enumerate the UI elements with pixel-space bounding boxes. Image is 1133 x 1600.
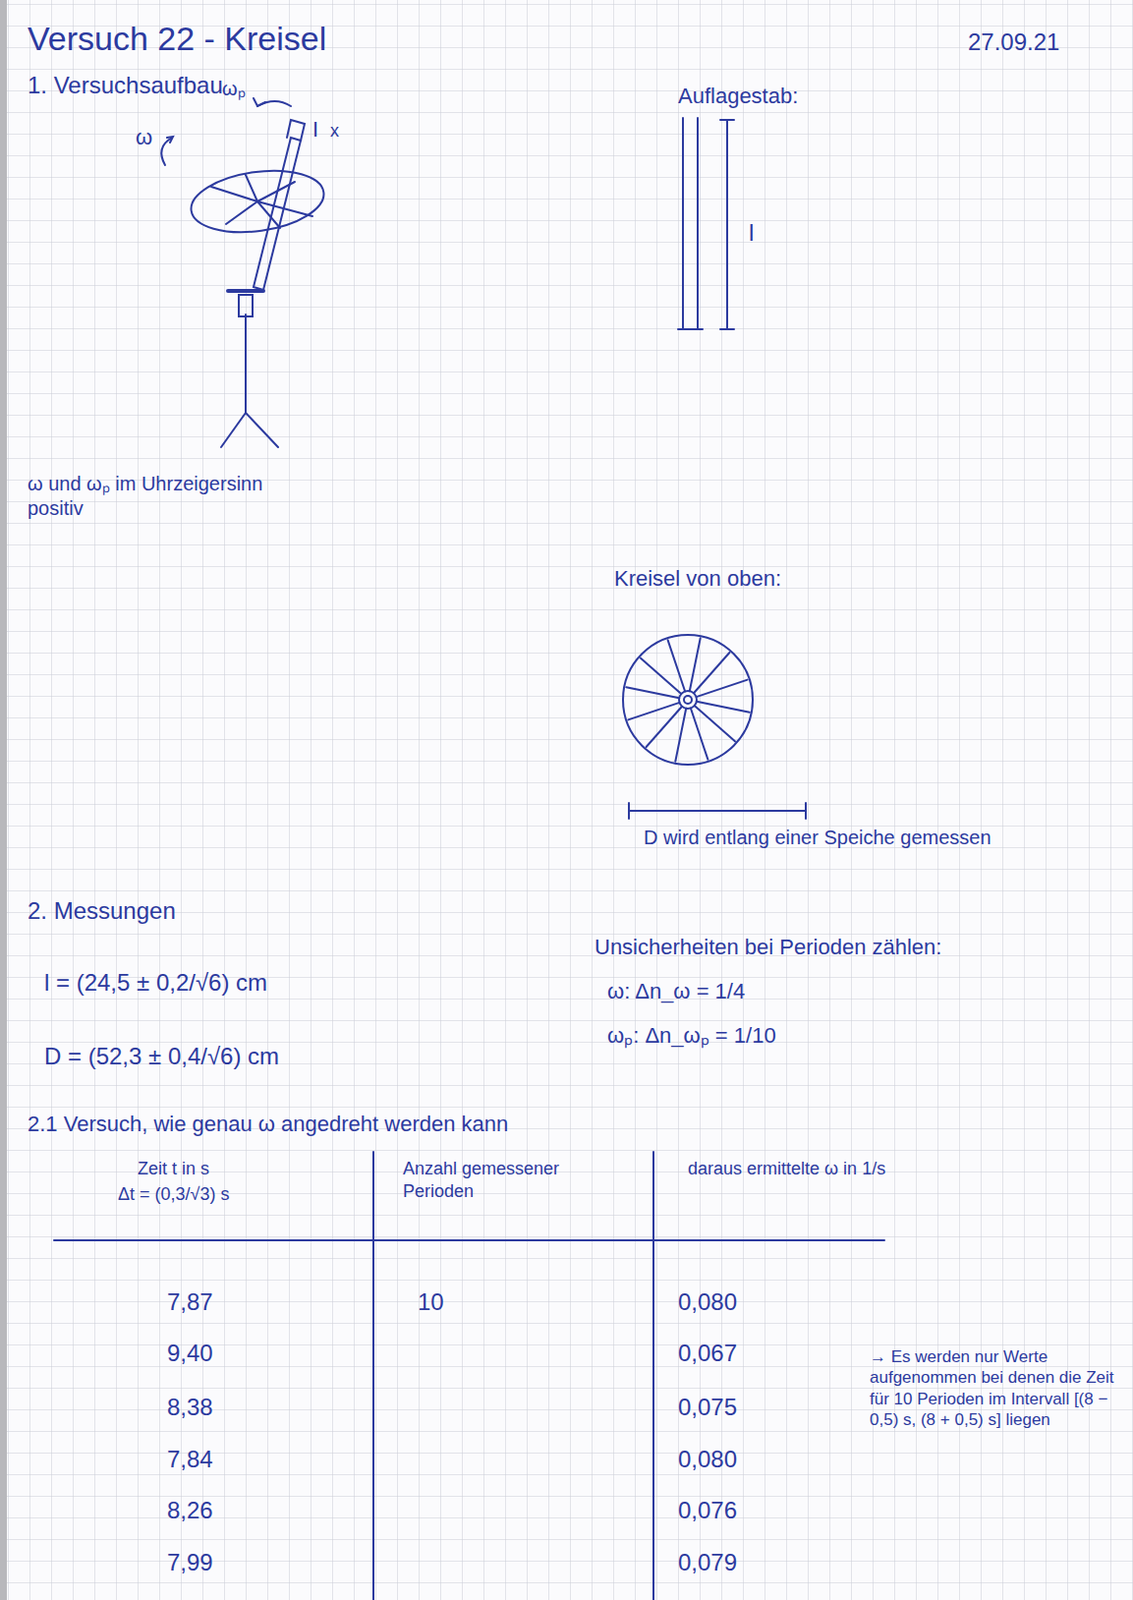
- symbol-label: I: [312, 115, 319, 144]
- spoke: [675, 708, 686, 762]
- dimension-label: l: [748, 218, 754, 248]
- gyroscope-sketch: [161, 98, 328, 448]
- page-title: Versuch 22 - Kreisel: [27, 17, 327, 60]
- wheel-top-view: [623, 634, 806, 819]
- sketch-label: Auflagestab:: [678, 82, 798, 111]
- table-header: Δt = (0,3/√3) s: [117, 1183, 229, 1206]
- table-cell: 9,40: [167, 1338, 214, 1368]
- sketch-label: Kreisel von oben:: [614, 565, 782, 593]
- section-heading: 2.1 Versuch, wie genau ω angedreht werde…: [27, 1110, 509, 1138]
- table-cell: 7,87: [167, 1287, 214, 1317]
- measurement: ω: Δn_ω = 1/4: [607, 977, 745, 1006]
- table-header: Zeit t in s: [137, 1157, 210, 1181]
- spoke: [689, 637, 701, 691]
- side-note: → Es werden nur Werte aufgenommen bei de…: [869, 1346, 1121, 1430]
- table-cell: 0,076: [678, 1495, 737, 1526]
- measurement: l = (24,5 ± 0,2/√6) cm: [44, 967, 268, 998]
- table-cell: 0,075: [678, 1392, 737, 1422]
- symbol-label: ω: [135, 123, 153, 152]
- spoke: [625, 686, 680, 698]
- table-cell: 10: [417, 1287, 445, 1317]
- table-header: daraus ermittelte ω in 1/s: [687, 1157, 905, 1181]
- spoke: [627, 702, 680, 720]
- table-cell: 8,26: [167, 1495, 214, 1526]
- note: ω und ωₚ im Uhrzeigersinn positiv: [27, 471, 323, 521]
- table-cell: 0,067: [678, 1338, 737, 1368]
- spoke: [668, 639, 685, 691]
- note: Unsicherheiten bei Perioden zählen:: [594, 933, 942, 962]
- table-cell: 0,080: [678, 1444, 737, 1474]
- table-cell: 0,079: [678, 1547, 737, 1578]
- table-cell: 7,84: [167, 1444, 214, 1474]
- table-cell: 8,38: [167, 1392, 214, 1422]
- spoke: [696, 679, 748, 697]
- section-heading: 1. Versuchsaufbau: [27, 70, 224, 101]
- table-cell: 7,99: [167, 1547, 214, 1578]
- page-edge: [0, 0, 7, 1600]
- measurement: ωₚ: Δn_ωₚ = 1/10: [607, 1021, 777, 1050]
- symbol-label: ωₚ: [222, 76, 246, 102]
- table-header: Anzahl gemessener Perioden: [402, 1157, 629, 1202]
- table-lines: [54, 1151, 885, 1600]
- spoke: [696, 701, 750, 713]
- dimension-note: D wird entlang einer Speiche gemessen: [643, 825, 1077, 850]
- spoke: [690, 708, 708, 760]
- table-cell: 0,080: [678, 1287, 737, 1317]
- symbol-label: x: [330, 119, 340, 143]
- section-heading: 2. Messungen: [27, 896, 176, 926]
- measurement: D = (52,3 ± 0,4/√6) cm: [44, 1041, 280, 1072]
- date: 27.09.21: [967, 27, 1060, 57]
- rest-rod-sketch: [678, 117, 735, 330]
